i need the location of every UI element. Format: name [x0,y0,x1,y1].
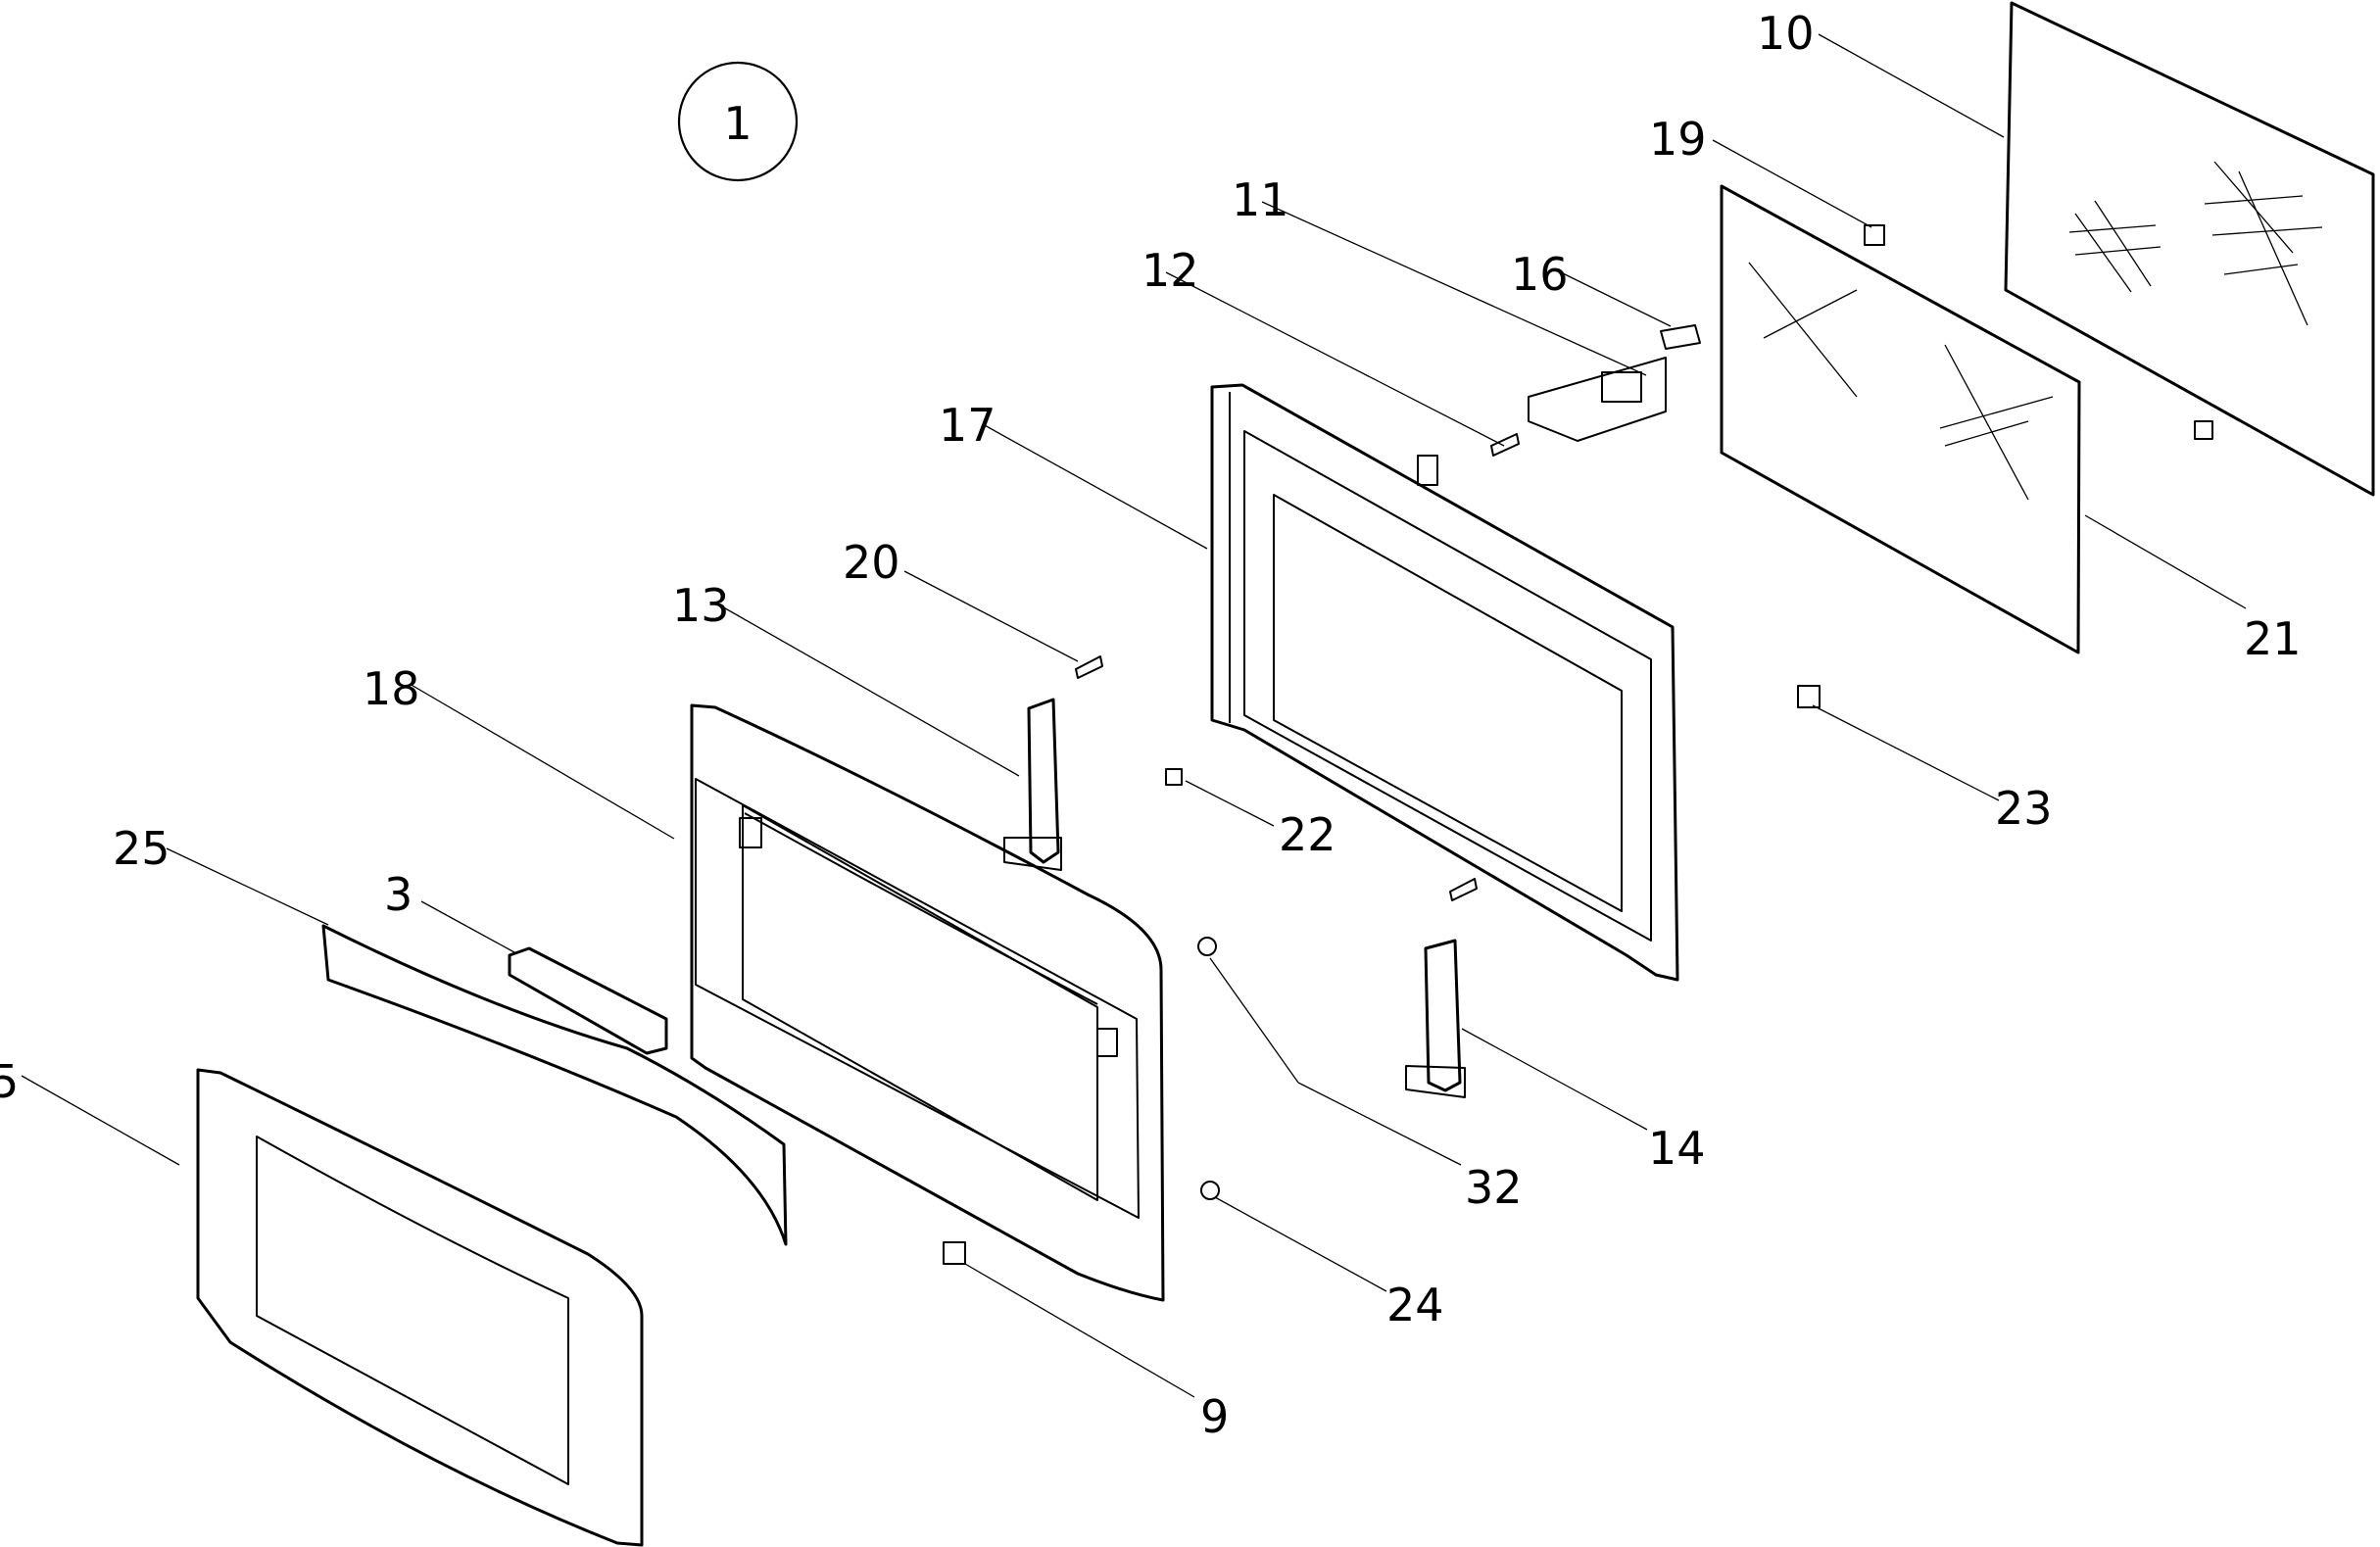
callout-10: 10 [1757,7,1815,60]
callout-14: 14 [1648,1122,1706,1175]
callout-23: 23 [1995,782,2053,835]
part-trim-strip [321,924,788,1246]
callout-17: 17 [939,399,996,452]
part-latch-assembly [1528,324,1701,442]
view-number: 1 [723,97,752,150]
callout-labels: 10 19 11 12 16 17 20 13 18 25 3 5 21 23 … [0,7,2302,1443]
part-outer-glass [2004,1,2375,497]
part-small-clips [943,224,1885,1265]
part-right-hinge [1405,939,1466,1098]
part-outer-door-panel [196,1068,644,1547]
callout-24: 24 [1386,1279,1444,1331]
callout-5: 5 [0,1055,19,1108]
callout-25: 25 [113,822,170,875]
callout-16: 16 [1511,248,1569,301]
callout-11: 11 [1232,173,1289,226]
callout-18: 18 [363,662,420,715]
part-handle [508,946,668,1055]
callout-9: 9 [1200,1390,1229,1443]
callout-21: 21 [2244,612,2302,665]
callout-22: 22 [1279,808,1336,861]
part-inner-door-frame [1210,383,1679,982]
callout-3: 3 [384,868,413,921]
part-inner-glass [1720,184,2213,654]
callout-20: 20 [843,536,900,589]
part-left-hinge [1003,698,1062,871]
part-springs [1075,433,1520,901]
callout-19: 19 [1649,113,1707,166]
leader-lines [21,33,2247,1398]
callout-13: 13 [672,579,730,632]
callout-32: 32 [1465,1161,1523,1214]
callout-12: 12 [1141,244,1199,297]
view-number-badge: 1 [677,61,799,182]
part-door-liner [690,703,1165,1302]
